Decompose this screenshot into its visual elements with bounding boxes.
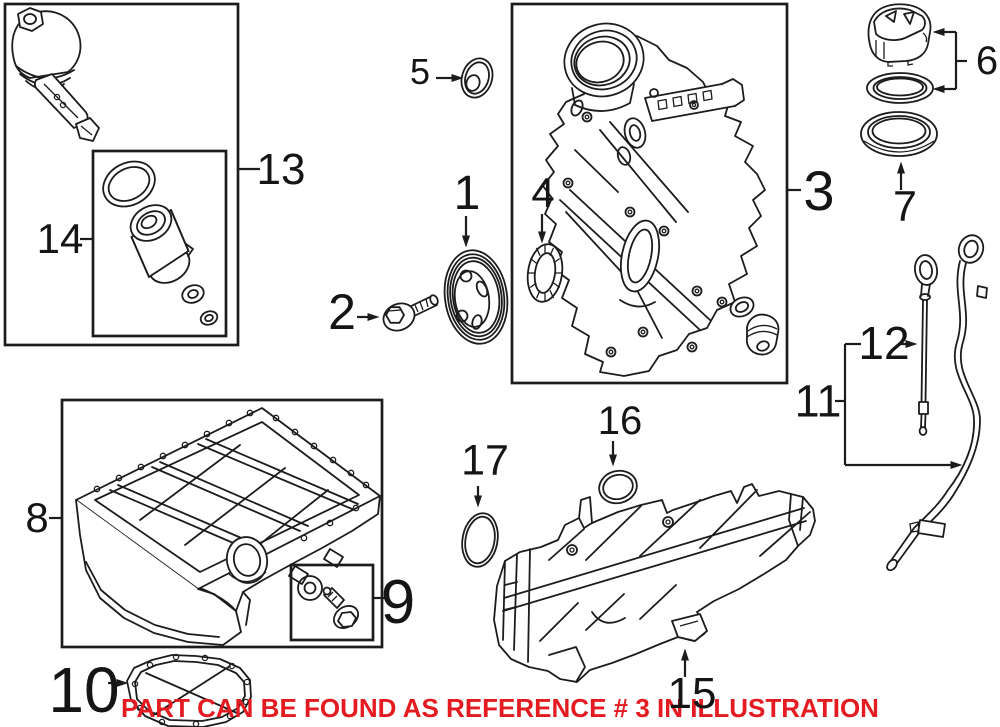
ref-label-6: 6	[975, 39, 999, 83]
part-11-12-dipstick-group	[835, 234, 988, 572]
part-10-gasket-drawing	[108, 653, 252, 727]
ref-label-16: 16	[597, 399, 643, 443]
part-13-oil-filter-housing-group	[3, 2, 260, 347]
part-17-o-ring-drawing	[461, 486, 499, 568]
part-7-seal-ring-drawing	[860, 111, 938, 157]
part-3-timing-cover-group	[510, 2, 801, 385]
part-caption: PART CAN BE FOUND AS REFERENCE # 3 IN IL…	[121, 693, 879, 723]
ref-label-8: 8	[25, 494, 49, 541]
ref-label-7: 7	[893, 182, 917, 231]
part-15-manifold-drawing	[493, 483, 816, 683]
part-5-seal-drawing	[436, 57, 494, 99]
part-8-oil-pan-group	[49, 398, 386, 649]
part-4-seal-drawing	[526, 214, 564, 303]
ref-label-14: 14	[36, 215, 84, 262]
ref-label-4: 4	[531, 169, 555, 216]
ref-label-1: 1	[453, 167, 481, 220]
part-11-dipstick-tube-drawing	[886, 234, 988, 572]
ref-label-12: 12	[858, 317, 910, 369]
part-2-bolt-drawing	[357, 294, 439, 332]
part-12-dipstick-drawing	[914, 254, 938, 436]
part-1-crankshaft-pulley-drawing	[443, 216, 509, 345]
part-9-drain-plug-group	[289, 563, 375, 642]
part-8-oil-pan-drawing	[75, 407, 381, 646]
part-6-7-oil-cap-group	[860, 3, 967, 190]
ref-label-17: 17	[461, 436, 509, 485]
part-15-intake-manifold-group	[461, 441, 816, 683]
ref-label-5: 5	[409, 51, 431, 92]
ref-label-13: 13	[256, 145, 306, 194]
ref-label-9: 9	[380, 568, 416, 637]
part-13-filter-cap-drawing	[11, 7, 100, 142]
part-3-timing-cover-drawing	[542, 22, 780, 377]
ref-label-11: 11	[794, 375, 842, 427]
ref-label-10: 10	[48, 654, 120, 726]
part-14-filter-kit-drawing	[102, 160, 219, 326]
ref-label-2: 2	[328, 284, 356, 340]
ref-label-3: 3	[803, 159, 835, 222]
ref-label-15: 15	[667, 669, 717, 718]
part-6-cap-drawing	[866, 3, 934, 104]
part-16-gasket-drawing	[598, 441, 638, 505]
